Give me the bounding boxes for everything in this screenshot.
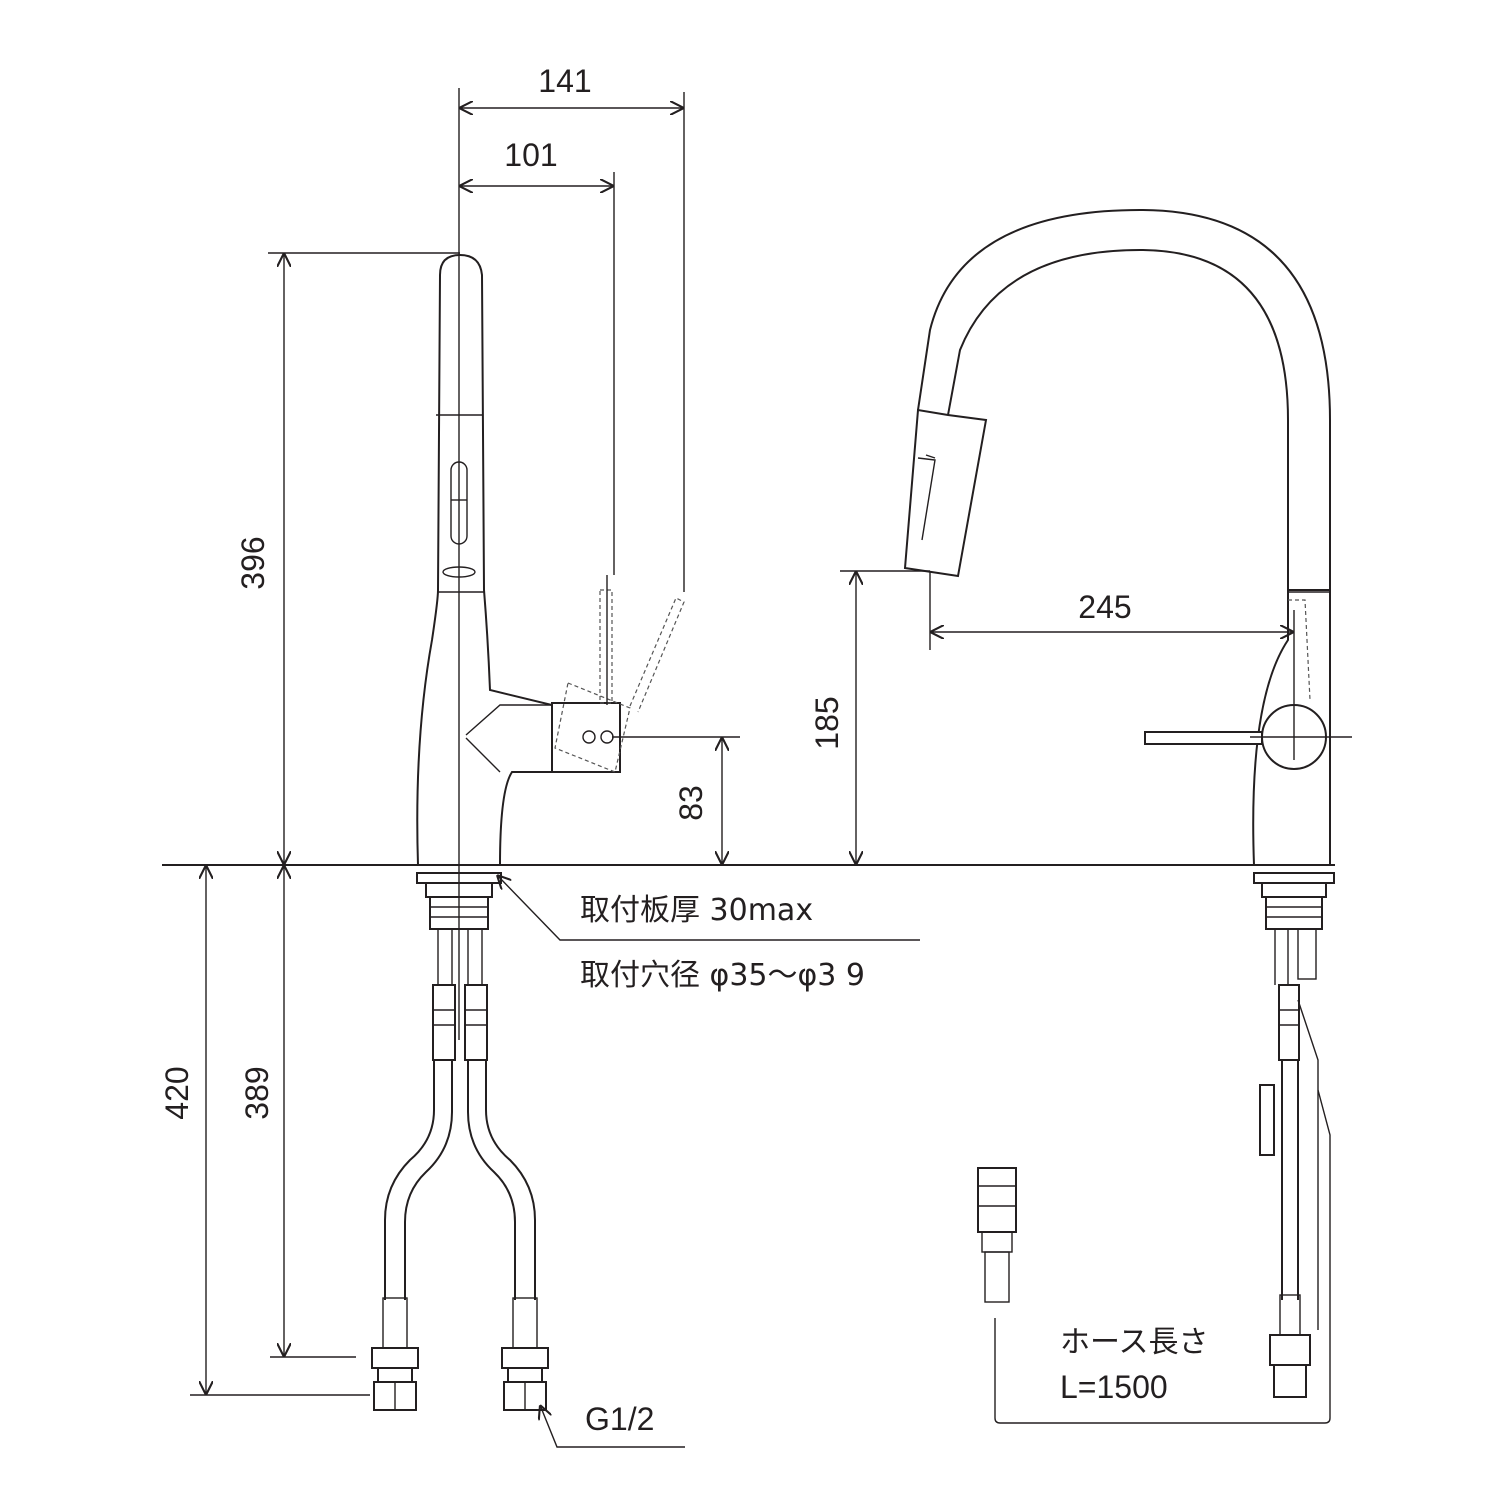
front-view-faucet	[903, 208, 1335, 1398]
side-view-faucet	[371, 253, 685, 1411]
dim-420: 420	[159, 1066, 195, 1119]
hose-length-bracket	[994, 1089, 1331, 1424]
leader-plate	[497, 875, 920, 941]
note-hose-length-title: ホース長さ	[1060, 1325, 1209, 1360]
dim-83: 83	[673, 785, 709, 821]
dim-245: 245	[1078, 589, 1131, 625]
note-thread: G1/2	[585, 1401, 654, 1437]
leader-thread	[540, 1405, 685, 1448]
dim-141: 141	[538, 63, 591, 99]
dim-101: 101	[504, 137, 557, 173]
dim-396: 396	[235, 536, 271, 589]
note-hose-length-value: L=1500	[1060, 1369, 1168, 1405]
note-hole-diameter: 取付穴径 φ35～φ3 9	[580, 958, 865, 993]
note-plate-thickness: 取付板厚 30max	[580, 893, 813, 928]
dim-185: 185	[809, 696, 845, 749]
dim-389: 389	[239, 1066, 275, 1119]
